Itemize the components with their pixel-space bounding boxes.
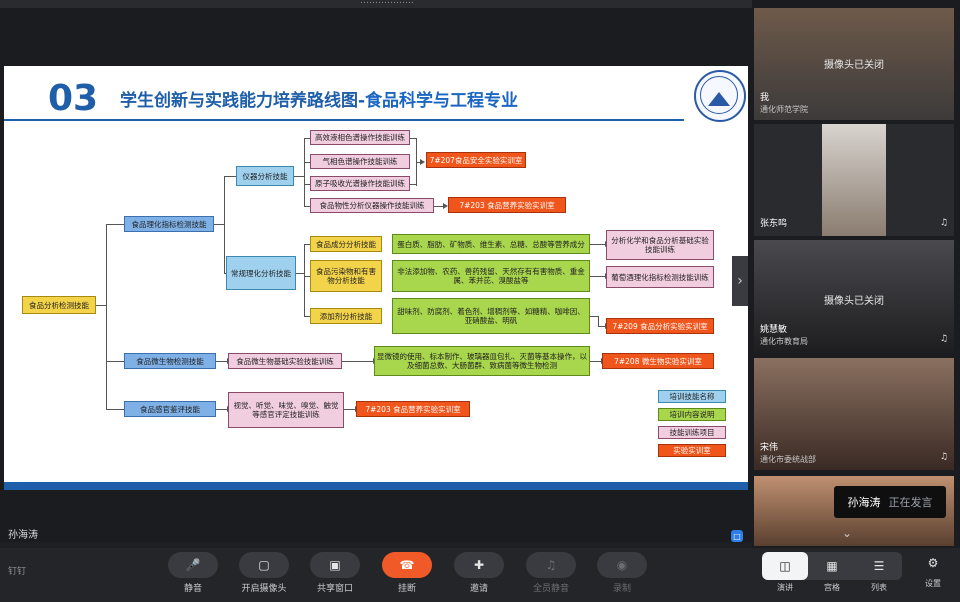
category-micro: 食品微生物检测技能 — [124, 353, 216, 369]
window-title-bar: ……………… — [0, 0, 960, 8]
hangup-button[interactable]: ☎挂断 — [377, 548, 437, 602]
content-components: 蛋白质、脂肪、矿物质、维生素、总糖、总酸等营养成分 — [392, 234, 590, 254]
speaker-view-icon[interactable]: ◫ — [762, 552, 808, 580]
lab-food-nutrition-1: 7#203 食品营养实验实训室 — [448, 197, 566, 213]
share-window-button[interactable]: ▣共享窗口 — [305, 548, 365, 602]
instrument-hplc: 高效液相色谱操作技能训练 — [310, 130, 410, 145]
root-node: 食品分析检测技能 — [22, 296, 96, 314]
participant-org: 通化市教育局 — [760, 337, 808, 346]
lab-microbiology: 7#208 微生物实验实训室 — [602, 353, 714, 369]
speaker-status: 正在发言 — [888, 496, 933, 509]
view-grid-label: 宫格 — [824, 583, 840, 592]
micro-content: 显微镜的使用、标本制作、玻璃器皿包扎、灭菌等基本操作，以及细菌总数、大肠菌群、致… — [374, 346, 590, 376]
title-underline — [4, 119, 684, 121]
participant-panel: 摄像头已关闭 我 通化师范学院 张东鸣 ♫ 摄像头已关闭 姚慧敏 通化市教育局 … — [752, 0, 960, 548]
video-feed — [822, 124, 886, 236]
camera-off-text: 摄像头已关闭 — [824, 60, 884, 71]
presentation-slide: 03 学生创新与实践能力培养路线图-食品科学与工程专业 — [4, 66, 748, 490]
window-title: ……………… — [360, 0, 414, 6]
participant-name: 姚慧敏 — [760, 325, 788, 335]
sub-routine: 常规理化分析技能 — [226, 256, 296, 290]
participant-org: 通化市委统战部 — [760, 455, 816, 464]
skill-additives: 添加剂分析技能 — [310, 308, 382, 324]
camera-icon: ▢ — [239, 552, 289, 578]
view-list-label: 列表 — [871, 583, 887, 592]
view-speaker-label: 演讲 — [777, 583, 793, 592]
record-button[interactable]: ◉录制 — [592, 548, 652, 602]
project-basic-analysis: 分析化学和食品分析基础实验技能训练 — [606, 230, 714, 260]
grid-view-icon[interactable]: ▦ — [826, 559, 838, 573]
instrument-texture: 食品物性分析仪器操作技能训练 — [310, 198, 434, 213]
legend-content: 培训内容说明 — [658, 408, 726, 421]
camera-off-text: 摄像头已关闭 — [824, 296, 884, 307]
university-seal-logo — [694, 70, 746, 122]
shared-screen: 03 学生创新与实践能力培养路线图-食品科学与工程专业 — [0, 8, 752, 542]
instrument-gc: 气相色谱操作技能训练 — [310, 154, 410, 169]
skill-contaminants: 食品污染物和有害物分析技能 — [310, 260, 382, 292]
list-view-icon[interactable]: ☰ — [873, 559, 885, 573]
active-speaker-badge: 孙海涛正在发言 — [834, 486, 946, 518]
chevron-right-icon: › — [737, 273, 743, 289]
screen-share-icon[interactable]: □ — [731, 530, 743, 542]
settings-button[interactable]: ⚙设置 — [918, 556, 948, 589]
legend-project: 技能训练项目 — [658, 426, 726, 439]
mic-icon: ♫ — [939, 218, 948, 228]
project-wine-test: 葡萄酒理化指标检测技能训练 — [606, 266, 714, 288]
invite-icon: ✚ — [454, 552, 504, 578]
view-mode-group: ◫ ▦ ☰ — [762, 552, 902, 580]
speaker-name: 孙海涛 — [847, 496, 881, 509]
content-additives: 甜味剂、防腐剂、着色剂、增稠剂等、如糖精、咖啡因、亚硝酸盐、明矾 — [392, 298, 590, 334]
participant-name: 张东鸣 — [760, 219, 788, 229]
participant-tile[interactable]: 摄像头已关闭 我 通化师范学院 — [754, 8, 954, 120]
slide-title-highlight: 食品科学与工程专业 — [365, 91, 519, 111]
mic-icon: 🎤 — [168, 552, 218, 578]
skill-components: 食品成分分析技能 — [310, 236, 382, 252]
mute-button[interactable]: 🎤静音 — [163, 548, 223, 602]
mute-all-icon: ♫ — [526, 552, 576, 578]
lab-food-nutrition-2: 7#203 食品营养实验实训室 — [356, 401, 470, 417]
participant-tile[interactable]: 宋伟 通化市委统战部 ♫ — [754, 358, 954, 470]
mute-all-button[interactable]: ♫全员静音 — [521, 548, 581, 602]
mic-icon: ♫ — [939, 452, 948, 462]
camera-button[interactable]: ▢开启摄像头 — [234, 548, 294, 602]
participant-name: 我 — [760, 93, 770, 103]
lab-food-analysis: 7#209 食品分析实验实训室 — [606, 318, 714, 334]
participant-tile[interactable]: 摄像头已关闭 姚慧敏 通化市教育局 ♫ — [754, 240, 954, 352]
slide-number: 03 — [48, 78, 99, 119]
invite-button[interactable]: ✚邀请 — [449, 548, 509, 602]
participant-org: 通化师范学院 — [760, 105, 808, 114]
gear-icon: ⚙ — [927, 556, 939, 570]
instrument-aas: 原子吸收光谱操作技能训练 — [310, 176, 410, 191]
chevron-down-icon[interactable]: ⌄ — [842, 526, 853, 540]
micro-training: 食品微生物基础实验技能训练 — [228, 353, 342, 369]
mic-icon: ♫ — [939, 334, 948, 344]
presenter-name: 孙海涛 — [8, 530, 38, 541]
record-icon: ◉ — [597, 552, 647, 578]
participant-tile[interactable]: 张东鸣 ♫ — [754, 124, 954, 236]
sub-instrument: 仪器分析技能 — [236, 166, 294, 186]
next-page-button[interactable]: › — [732, 256, 748, 306]
slide-footer-strip — [4, 482, 748, 490]
sensory-training: 视觉、听觉、味觉、嗅觉、触觉等感官评定技能训练 — [228, 392, 344, 428]
phone-icon: ☎ — [382, 552, 432, 578]
legend-skill-name: 培训技能名称 — [658, 390, 726, 403]
category-sensory: 食品感官鉴评技能 — [124, 401, 216, 417]
participant-name: 宋伟 — [760, 443, 779, 453]
meeting-toolbar: 钉钉 🎤静音 ▢开启摄像头 ▣共享窗口 ☎挂断 ✚邀请 ♫全员静音 ◉录制 ◫ … — [0, 548, 960, 602]
content-contaminants: 非法添加物、农药、兽药残留、天然存有有害物质、重金属、苯并芘、溴酸盐等 — [392, 260, 590, 292]
slide-title-main: 学生创新与实践能力培养路线图- — [120, 91, 366, 111]
legend-lab: 实验实训室 — [658, 444, 726, 457]
category-physchem: 食品理化指标检测技能 — [124, 216, 214, 232]
lab-food-safety: 7#207食品安全实验实训室 — [426, 152, 526, 168]
slide-title: 学生创新与实践能力培养路线图-食品科学与工程专业 — [120, 86, 518, 111]
pin-app-label[interactable]: 钉钉 — [8, 567, 27, 577]
share-icon: ▣ — [310, 552, 360, 578]
